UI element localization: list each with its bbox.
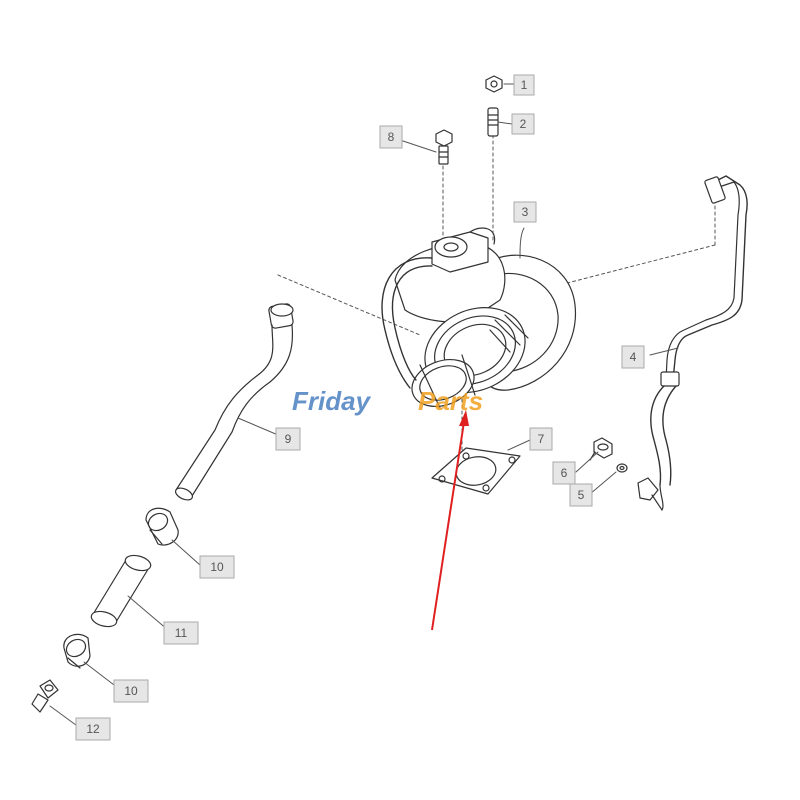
part-11-hose: [90, 554, 152, 628]
part-9-drain-tube: [174, 303, 294, 501]
watermark-logo: Friday Parts: [292, 386, 483, 416]
part-4-oil-line: [637, 175, 748, 511]
part-8-bolt: [435, 129, 453, 165]
svg-text:4: 4: [630, 350, 637, 364]
callout-labels: 1 2 3 4 5 6 7 8: [75, 74, 645, 741]
callout-6: 6: [552, 461, 576, 485]
part-3-turbocharger: [381, 227, 577, 409]
callout-4: 4: [621, 345, 645, 369]
callout-2: 2: [511, 113, 535, 135]
part-7-gasket: [431, 447, 521, 495]
callout-9: 9: [275, 427, 301, 451]
svg-text:1: 1: [521, 78, 528, 92]
callout-leaders: [49, 83, 679, 729]
svg-text:7: 7: [538, 432, 545, 446]
svg-text:8: 8: [388, 130, 395, 144]
callout-7: 7: [529, 427, 553, 451]
callout-5: 5: [569, 483, 593, 507]
svg-text:10: 10: [124, 684, 138, 698]
part-1-nut: [485, 75, 503, 93]
callout-12: 12: [75, 717, 111, 741]
svg-text:6: 6: [561, 466, 568, 480]
callout-10-lower: 10: [113, 679, 149, 703]
callout-3: 3: [513, 201, 537, 223]
red-pointer-arrow: [431, 410, 469, 631]
part-10-clamp-lower: [63, 633, 91, 669]
callout-1: 1: [513, 74, 535, 96]
callout-8: 8: [379, 125, 403, 149]
callout-11: 11: [163, 621, 199, 645]
svg-text:3: 3: [522, 205, 529, 219]
svg-text:Parts: Parts: [418, 386, 483, 416]
part-6-fitting: [589, 437, 613, 461]
part-5-washer: [616, 463, 628, 473]
svg-text:11: 11: [175, 626, 188, 640]
part-2-stud: [487, 107, 499, 137]
svg-text:2: 2: [520, 117, 527, 131]
callout-10-upper: 10: [199, 555, 235, 579]
svg-text:Friday: Friday: [292, 386, 372, 416]
part-12-fitting: [31, 679, 59, 713]
svg-text:5: 5: [578, 488, 585, 502]
svg-text:12: 12: [86, 722, 100, 736]
part-10-clamp-upper: [145, 507, 179, 546]
svg-text:9: 9: [285, 432, 292, 446]
svg-text:10: 10: [210, 560, 224, 574]
